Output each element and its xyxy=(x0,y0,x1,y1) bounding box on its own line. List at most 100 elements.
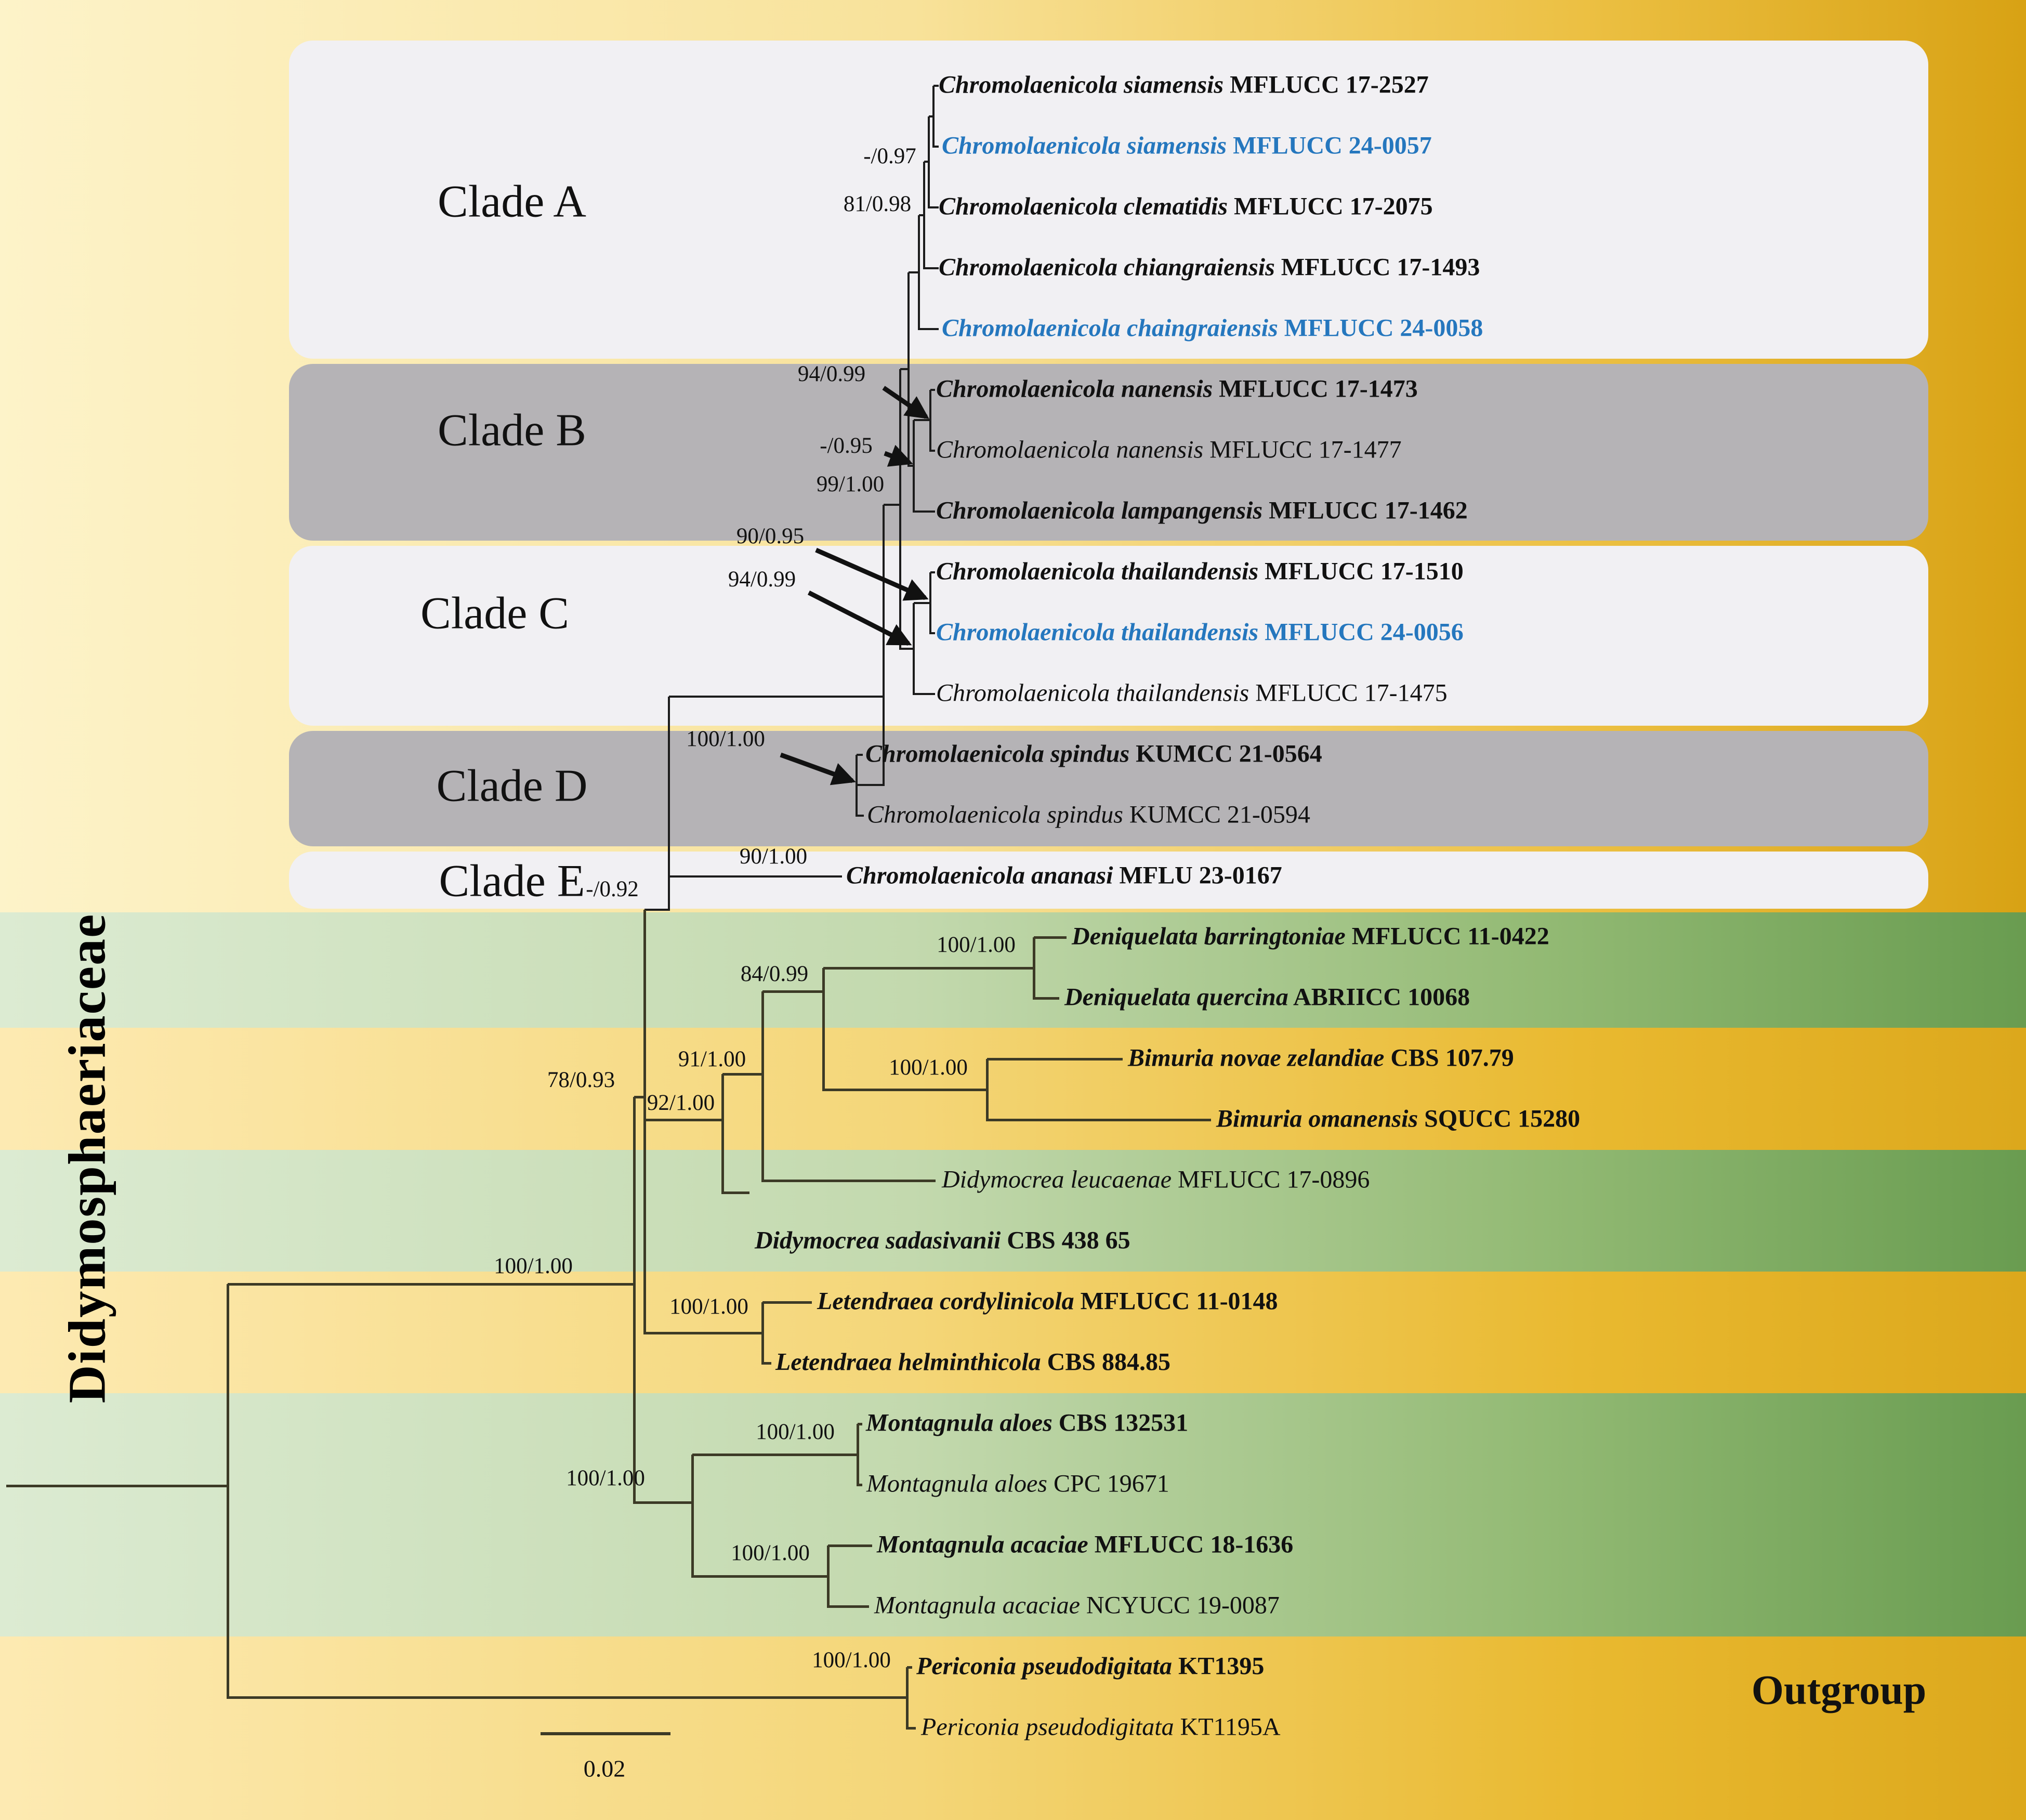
taxon-label: Bimuria omanensis SQUCC 15280 xyxy=(1216,1105,1581,1133)
branch-line xyxy=(905,1667,909,1730)
taxon-label: Montagnula acaciae NCYUCC 19-0087 xyxy=(874,1591,1280,1619)
support-value: 100/1.00 xyxy=(756,1420,835,1445)
branch-line xyxy=(919,328,939,330)
taxon-label: Letendraea helminthicola CBS 884.85 xyxy=(775,1348,1171,1376)
background-band-green xyxy=(0,1150,2026,1272)
clade-label-e: Clade E xyxy=(439,856,585,907)
taxon-label: Chromolaenicola chaingraiensis MFLUCC 24… xyxy=(942,314,1483,342)
branch-line xyxy=(914,693,935,695)
branch-line xyxy=(929,390,931,452)
taxon-label: Bimuria novae zelandiae CBS 107.79 xyxy=(1128,1044,1514,1072)
branch-line xyxy=(933,146,939,148)
taxon-label: Chromolaenicola nanensis MFLUCC 17-1477 xyxy=(936,436,1402,464)
branch-line xyxy=(987,1118,1211,1121)
branch-line xyxy=(913,603,915,695)
support-value: 100/1.00 xyxy=(937,933,1016,958)
support-value: 94/0.99 xyxy=(797,362,866,387)
taxon-label: Chromolaenicola clematidis MFLUCC 17-207… xyxy=(939,192,1433,220)
support-value: -/0.92 xyxy=(586,877,639,902)
support-value: 81/0.98 xyxy=(843,192,912,217)
family-label: Didymosphaeriaceae xyxy=(58,913,117,1404)
branch-line xyxy=(722,1191,749,1194)
support-value: 90/0.95 xyxy=(736,524,805,549)
branch-line xyxy=(929,206,939,208)
background-band-green xyxy=(0,1393,2026,1636)
taxon-label: Montagnula acaciae MFLUCC 18-1636 xyxy=(877,1530,1294,1559)
clade-box-b xyxy=(289,364,1928,541)
branch-line xyxy=(884,504,900,506)
branch-line xyxy=(914,602,930,604)
branch-line xyxy=(669,696,884,698)
taxon-label: Chromolaenicola spindus KUMCC 21-0594 xyxy=(867,801,1310,829)
branch-line xyxy=(828,1605,869,1608)
support-value: 94/0.99 xyxy=(728,567,796,592)
outgroup-label: Outgroup xyxy=(1751,1667,1927,1713)
branch-line xyxy=(721,1074,724,1194)
taxon-label: Montagnula aloes CPC 19671 xyxy=(866,1470,1169,1498)
clade-label-d: Clade D xyxy=(436,761,588,811)
background-band-yellow xyxy=(0,1636,2026,1820)
branch-line xyxy=(1034,936,1067,939)
branch-line xyxy=(644,1331,762,1334)
taxon-label: Chromolaenicola lampangensis MFLUCC 17-1… xyxy=(936,496,1468,525)
support-value: 100/1.00 xyxy=(731,1541,810,1566)
support-value: 90/1.00 xyxy=(739,844,808,869)
branch-line xyxy=(762,1179,936,1182)
branch-line xyxy=(643,910,646,1334)
background-band-yellow xyxy=(0,1272,2026,1393)
branch-line xyxy=(899,369,901,650)
branch-line xyxy=(669,875,842,878)
support-value: 99/1.00 xyxy=(816,472,885,497)
branch-line xyxy=(987,1057,1123,1060)
branch-line xyxy=(1034,997,1059,1000)
branch-line xyxy=(634,1095,644,1098)
scale-bar-label: 0.02 xyxy=(583,1755,626,1782)
branch-line xyxy=(644,1118,722,1121)
taxon-label: Didymocrea sadasivanii CBS 438 65 xyxy=(755,1226,1130,1254)
background-band-green xyxy=(0,912,2026,1028)
taxon-label: Periconia pseudodigitata KT1395 xyxy=(916,1652,1265,1680)
taxon-label: Montagnula aloes CBS 132531 xyxy=(866,1409,1189,1437)
clade-label-b: Clade B xyxy=(438,405,586,456)
branch-line xyxy=(900,648,914,650)
taxon-label: Chromolaenicola nanensis MFLUCC 17-1473 xyxy=(936,375,1418,403)
support-value: 100/1.00 xyxy=(812,1648,891,1673)
branch-line xyxy=(762,1301,812,1304)
background-band-yellow xyxy=(0,1028,2026,1150)
branch-line xyxy=(228,1282,634,1286)
taxon-label: Chromolaenicola chiangraiensis MFLUCC 17… xyxy=(939,253,1480,281)
clade-label-c: Clade C xyxy=(420,588,569,639)
branch-line xyxy=(900,368,909,370)
taxon-label: Chromolaenicola siamensis MFLUCC 24-0057 xyxy=(942,132,1432,160)
branch-line xyxy=(933,85,939,87)
support-value: 100/1.00 xyxy=(889,1055,968,1080)
branch-line xyxy=(226,1284,229,1699)
branch-line xyxy=(914,510,935,513)
support-value: 92/1.00 xyxy=(647,1091,715,1116)
branch-line xyxy=(857,784,884,786)
clade-box-d xyxy=(289,731,1928,846)
branch-line xyxy=(858,1483,862,1486)
taxon-label: Chromolaenicola spindus KUMCC 21-0564 xyxy=(865,740,1322,768)
branch-line xyxy=(857,754,863,756)
branch-line xyxy=(907,1666,912,1669)
branch-line xyxy=(823,1088,987,1091)
branch-line xyxy=(930,632,935,634)
branch-line xyxy=(762,1361,771,1365)
branch-line xyxy=(633,1097,636,1504)
branch-line xyxy=(856,1424,859,1486)
branch-line xyxy=(828,1544,872,1547)
branch-line xyxy=(762,990,823,993)
branch-line xyxy=(826,1546,830,1608)
branch-line xyxy=(1032,937,1035,1000)
branch-line xyxy=(228,1696,907,1699)
branch-line xyxy=(644,909,669,911)
branch-line xyxy=(914,419,930,421)
branch-line xyxy=(919,214,924,216)
branch-line xyxy=(692,1453,858,1456)
branch-line xyxy=(932,86,935,148)
support-value: 100/1.00 xyxy=(686,727,765,752)
taxon-label: Chromolaenicola siamensis MFLUCC 17-2527 xyxy=(939,71,1429,99)
branch-line xyxy=(930,450,935,452)
